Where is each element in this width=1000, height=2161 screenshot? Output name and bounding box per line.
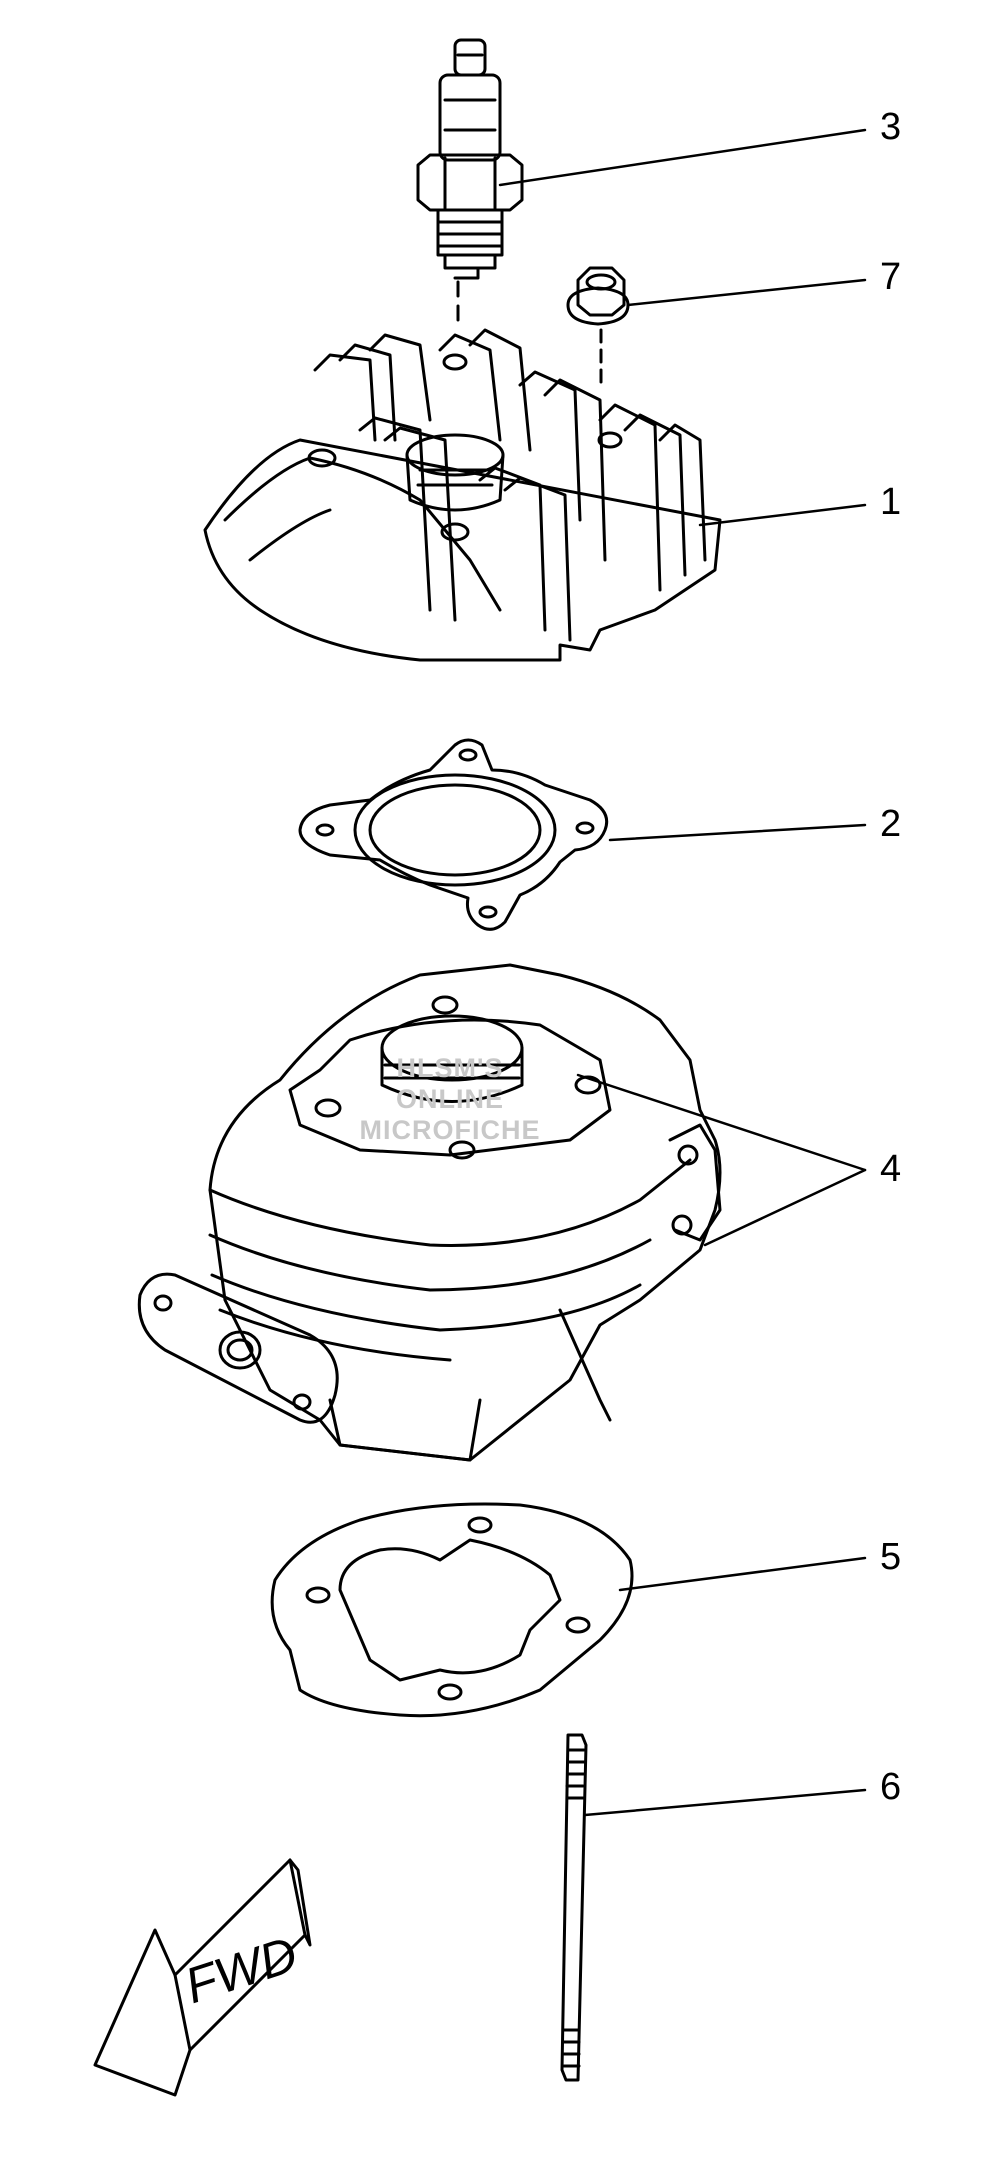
head-gasket-part <box>298 738 609 931</box>
cylinder-block-part <box>137 963 722 1462</box>
spark-plug-part <box>416 38 524 332</box>
base-gasket-part <box>270 1502 634 1718</box>
stud-bolt-part <box>560 1733 588 2082</box>
watermark-line-2: ONLINE <box>395 1084 504 1115</box>
leader-lines <box>498 128 867 1817</box>
nut-part <box>566 266 630 392</box>
watermark-text: HLSM'S ONLINE MICROFICHE <box>300 1053 600 1146</box>
watermark-line-1: HLSM'S <box>396 1053 504 1083</box>
callout-4: 4 <box>880 1148 902 1190</box>
callout-5: 5 <box>880 1536 902 1578</box>
watermark-line-3: MICROFICHE <box>359 1115 541 1146</box>
callout-3: 3 <box>880 106 902 148</box>
callout-6: 6 <box>880 1766 902 1808</box>
callout-1: 1 <box>880 481 902 523</box>
callout-2: 2 <box>880 803 902 845</box>
forward-direction-arrow <box>93 1858 312 2097</box>
callout-7: 7 <box>880 256 902 298</box>
cylinder-head-part <box>203 328 722 662</box>
